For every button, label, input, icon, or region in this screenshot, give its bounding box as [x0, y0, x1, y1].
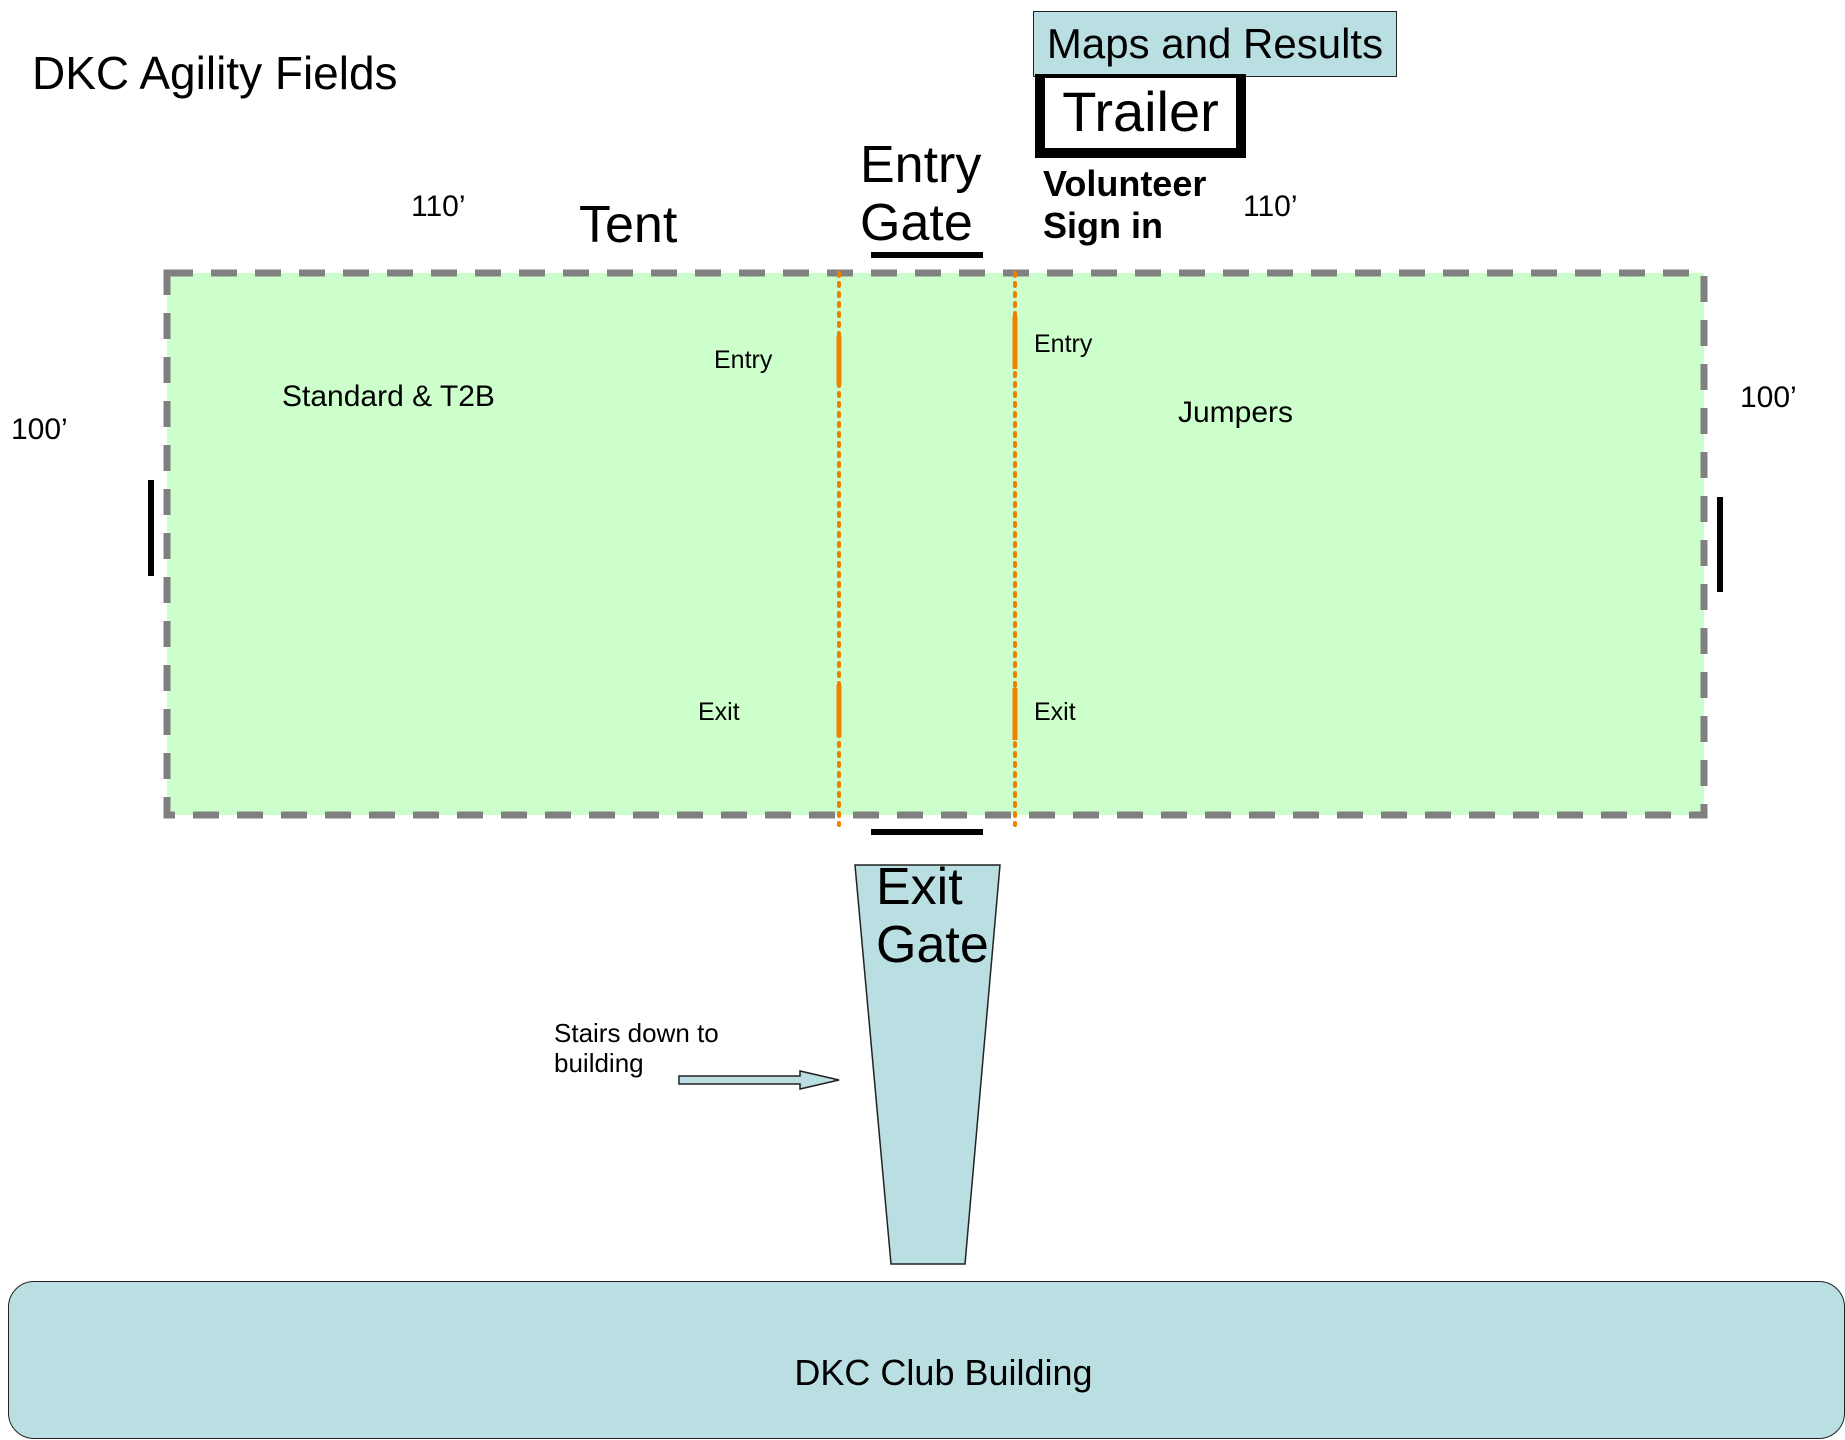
- tent-label: Tent: [579, 196, 678, 254]
- ring1-exit-label: Exit: [698, 698, 740, 726]
- stairs-arrow-icon: [678, 1070, 840, 1090]
- ring-jumpers-label: Jumpers: [1178, 396, 1294, 429]
- volunteer-signin-label: Volunteer Sign in: [1043, 163, 1207, 246]
- ring1-entry-label: Entry: [714, 346, 773, 374]
- dimension-top-right: 110’: [1243, 190, 1298, 223]
- maps-results-board: Maps and Results: [1033, 11, 1397, 77]
- dimension-left: 100’: [11, 413, 68, 446]
- page-title: DKC Agility Fields: [32, 47, 398, 99]
- entry-gate-label: Entry Gate: [860, 136, 982, 252]
- dimension-right: 100’: [1740, 381, 1797, 414]
- dimension-top-left: 110’: [411, 190, 466, 223]
- walkway-to-building: [854, 864, 1001, 1265]
- stairs-label: Stairs down to building: [554, 1018, 719, 1078]
- trailer: Trailer: [1035, 74, 1246, 158]
- ring2-exit-label: Exit: [1034, 698, 1076, 726]
- ring2-entry-label: Entry: [1034, 330, 1093, 358]
- club-building: [8, 1281, 1845, 1439]
- exit-gate-label: Exit Gate: [876, 858, 989, 974]
- club-building-label: DKC Club Building: [794, 1352, 1093, 1393]
- agility-field: [167, 273, 1704, 815]
- field-fence: [163, 269, 1708, 819]
- ring-standard-label: Standard & T2B: [282, 380, 495, 413]
